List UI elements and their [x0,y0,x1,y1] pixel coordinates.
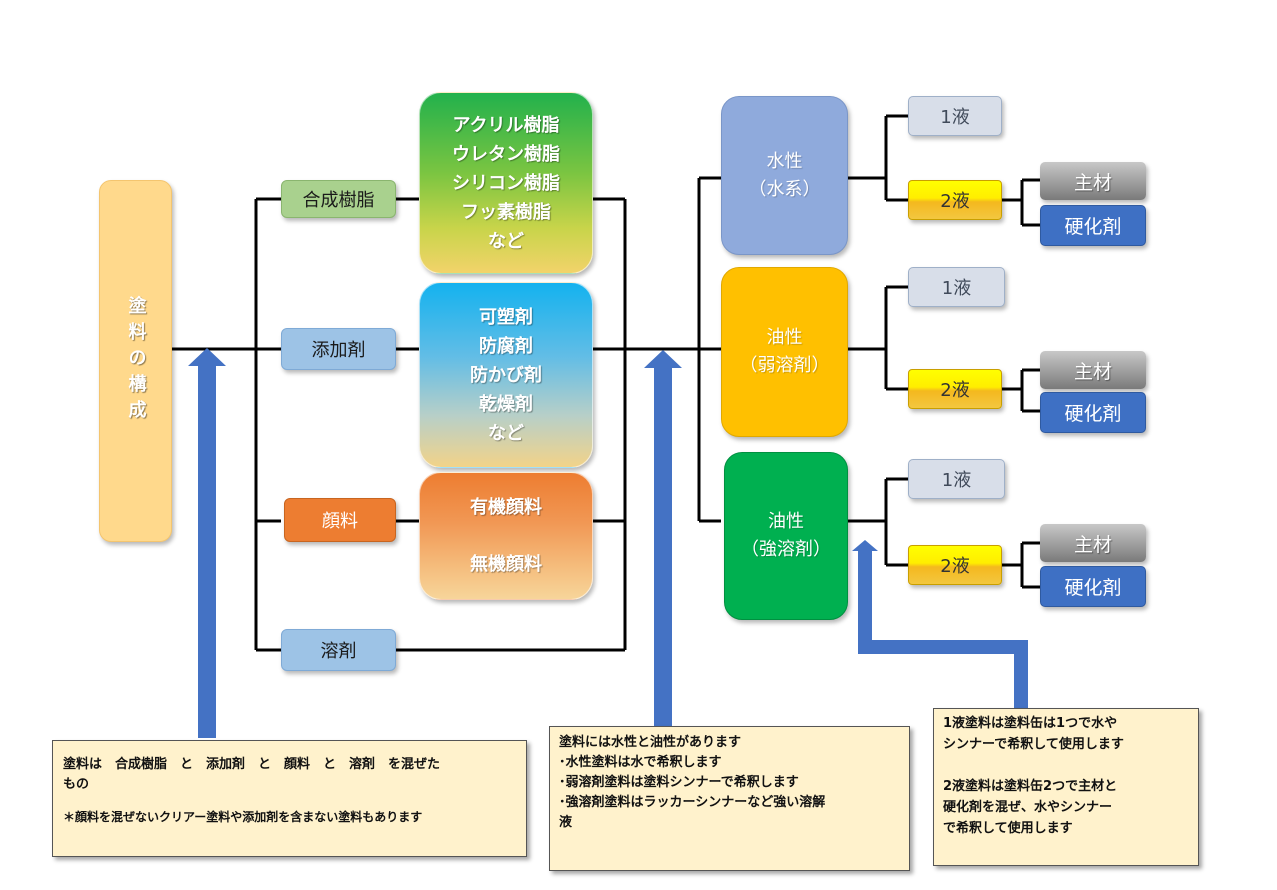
main-material-label: 主材 [1073,533,1112,556]
component-resin: 合成樹脂 [281,180,396,218]
resin-example: シリコン樹脂 [452,172,560,194]
main-material-label: 主材 [1073,171,1112,194]
main-material-label: 主材 [1073,360,1112,383]
resin-example: アクリル樹脂 [452,114,560,136]
two-liquid-label: 2液 [940,191,970,212]
pigment-example: 有機顔料 [470,497,542,518]
note-line: 1液塗料は塗料缶は1つで水や [943,716,1118,731]
water-oil-note: 塗料には水性と油性があります ･水性塗料は水で希釈します ･弱溶剤塗料は塗料シン… [549,726,910,871]
one-liquid-box: 1液 [908,96,1002,136]
one-liquid-box: 1液 [908,267,1005,307]
additive-examples: 可塑剤 防腐剤 防かび剤 乾燥剤 など [419,282,593,468]
note-line: もの [63,777,90,792]
type-water-line2: （水系） [748,178,821,200]
component-additive-label: 添加剤 [311,340,366,361]
pigment-example: 無機顔料 [470,554,542,575]
additive-example: など [488,422,524,444]
component-solvent: 溶剤 [281,629,396,671]
additive-example: 乾燥剤 [479,393,533,415]
two-liquid-box: 2液 [908,180,1002,220]
note-line: 塗料は 合成樹脂 と 添加剤 と 顔料 と 溶剤 を混ぜた [63,757,441,772]
type-strong-line1: 油性 [768,511,804,532]
component-pigment: 顔料 [284,498,396,542]
additive-example: 防腐剤 [479,335,533,357]
type-water-line1: 水性 [766,150,803,172]
one-liquid-label: 1液 [940,107,970,128]
hardener-label: 硬化剤 [1064,216,1122,238]
main-material-box: 主材 [1040,162,1146,200]
one-liquid-box: 1液 [908,459,1005,499]
note-line: 塗料には水性と油性があります [559,735,742,750]
note-line: 液 [559,815,573,830]
type-weak-line1: 油性 [766,327,803,348]
hardener-label: 硬化剤 [1064,403,1122,425]
liquid-note: 1液塗料は塗料缶は1つで水や シンナーで希釈して使用します 2液塗料は塗料缶2つ… [933,708,1199,866]
type-strong-solvent: 油性 （強溶剤） [724,452,848,620]
type-strong-line2: （強溶剤） [741,539,831,560]
main-material-box: 主材 [1040,524,1146,562]
type-weak-line2: （弱溶剤） [739,355,830,376]
hardener-box: 硬化剤 [1040,392,1146,433]
two-liquid-box: 2液 [908,369,1002,409]
root-label: 塗料の構成 [125,296,147,426]
pigment-examples: 有機顔料 無機顔料 [419,472,593,600]
note-line: シンナーで希釈して使用します [943,737,1124,752]
component-additive: 添加剤 [281,328,396,370]
resin-example: フッ素樹脂 [461,201,551,223]
note-line: ＊顔料を混ぜないクリアー塗料や添加剤を含まない塗料もあります [63,810,423,824]
additive-example: 可塑剤 [479,306,533,328]
note-line: ･水性塗料は水で希釈します [559,755,722,770]
additive-example: 防かび剤 [470,364,542,386]
two-liquid-label: 2液 [940,380,970,401]
two-liquid-box: 2液 [908,545,1002,585]
root-node: 塗料の構成 [99,180,172,542]
component-resin-label: 合成樹脂 [302,190,375,211]
note-line: 2液塗料は塗料缶2つで主材と [943,779,1118,794]
component-solvent-label: 溶剤 [320,641,357,662]
note-line: ･弱溶剤塗料は塗料シンナーで希釈します [559,775,799,790]
two-liquid-label: 2液 [940,556,970,577]
component-pigment-label: 顔料 [322,511,358,532]
hardener-box: 硬化剤 [1040,205,1146,246]
main-material-box: 主材 [1040,351,1146,389]
note-line: で希釈して使用します [943,821,1073,836]
type-water-based: 水性 （水系） [721,96,848,255]
note-line: ･強溶剤塗料はラッカーシンナーなど強い溶解 [559,795,826,810]
hardener-label: 硬化剤 [1064,577,1122,599]
one-liquid-label: 1液 [941,470,972,491]
resin-example: など [488,230,524,252]
resin-examples: アクリル樹脂 ウレタン樹脂 シリコン樹脂 フッ素樹脂 など [419,92,593,274]
type-weak-solvent: 油性 （弱溶剤） [721,267,848,437]
composition-note: 塗料は 合成樹脂 と 添加剤 と 顔料 と 溶剤 を混ぜた もの ＊顔料を混ぜな… [52,740,527,857]
one-liquid-label: 1液 [941,278,972,299]
hardener-box: 硬化剤 [1040,566,1146,607]
note-line: 硬化剤を混ぜ、水やシンナー [943,800,1113,815]
resin-example: ウレタン樹脂 [452,143,560,165]
